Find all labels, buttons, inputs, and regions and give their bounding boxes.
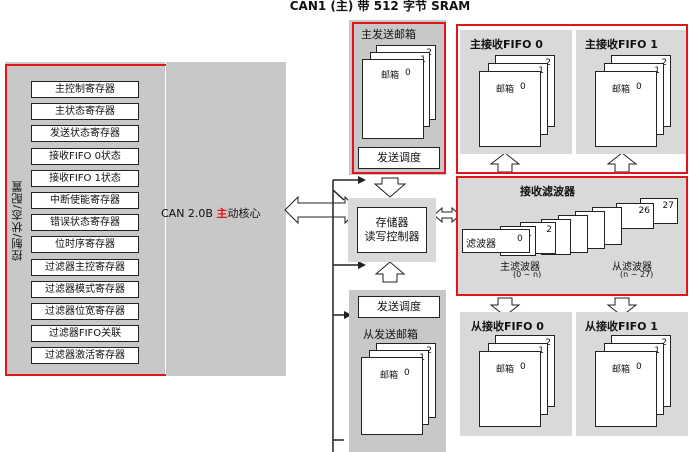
master-fifo0-number-2: 2 bbox=[545, 58, 551, 68]
register-item: 错误状态寄存器 bbox=[31, 214, 139, 231]
master-tx-mailbox-0: 邮箱 0 bbox=[362, 59, 424, 139]
can-core-highlight: 主 bbox=[216, 207, 228, 220]
slave-fifo1-number-1: 1 bbox=[654, 346, 660, 356]
can-core-panel bbox=[166, 62, 286, 376]
master-fifo1-number-0: 0 bbox=[636, 82, 642, 92]
slave-fifo1-number-2: 2 bbox=[661, 338, 667, 348]
slave-tx-header: 从发送邮箱 bbox=[363, 328, 418, 341]
slave-fifo0-number-0: 0 bbox=[520, 362, 526, 372]
can-core-prefix: CAN 2.0B bbox=[161, 207, 217, 220]
slave-fifo1-mailbox-0: 邮箱 0 bbox=[595, 351, 657, 427]
slave-fifo1-mailbox-label: 邮箱 bbox=[612, 365, 631, 375]
register-item: 接收FIFO 1状态 bbox=[31, 170, 139, 187]
register-item: 过滤器位宽寄存器 bbox=[31, 303, 139, 320]
slave-fifo1-header: 从接收FIFO 1 bbox=[585, 320, 658, 333]
memory-controller: 存储器 读写控制器 bbox=[357, 207, 427, 253]
master-fifo0-mailbox-label: 邮箱 bbox=[496, 85, 515, 95]
filter-card-label: 滤波器 bbox=[466, 239, 496, 250]
filter-number-26: 26 bbox=[638, 206, 650, 216]
slave-tx-mailbox-label: 邮箱 bbox=[380, 371, 399, 381]
master-fifo1-number-2: 2 bbox=[661, 58, 667, 68]
filter-highlight bbox=[456, 176, 688, 296]
register-item: 过滤器激活寄存器 bbox=[31, 347, 139, 364]
register-item: 中断使能寄存器 bbox=[31, 192, 139, 209]
register-item: 接收FIFO 0状态 bbox=[31, 148, 139, 165]
filter-header: 接收滤波器 bbox=[520, 185, 575, 198]
filter-number-2: 2 bbox=[546, 225, 552, 235]
master-filter-range: (0 ~ n) bbox=[513, 270, 542, 279]
master-tx-mailbox-label: 邮箱 bbox=[381, 71, 400, 81]
filter-card-0: 滤波器 0 bbox=[462, 229, 530, 253]
can-core-label: CAN 2.0B 主动核心 bbox=[161, 205, 260, 221]
slave-fifo1-down-arrow bbox=[606, 297, 638, 317]
slave-tx-mailbox-number-0: 0 bbox=[404, 368, 410, 378]
slave-fifo1-number-0: 0 bbox=[636, 362, 642, 372]
master-fifo0-up-arrow bbox=[489, 152, 521, 173]
master-tx-down-arrow bbox=[373, 177, 407, 198]
slave-tx-mailbox-0: 邮箱 0 bbox=[361, 357, 423, 435]
register-item: 过滤器FIFO关联 bbox=[31, 325, 139, 342]
slave-filter-label: 从滤波器 bbox=[612, 262, 652, 273]
master-fifo1-up-arrow bbox=[606, 152, 638, 173]
bus-low-arrow bbox=[344, 311, 352, 319]
slave-tx-mailbox-number-2: 2 bbox=[426, 346, 432, 356]
can-core-suffix: 动核心 bbox=[227, 207, 261, 220]
diagram-title: CAN1 (主) 带 512 字节 SRAM bbox=[289, 0, 471, 13]
slave-filter-range: (n ~ 27) bbox=[620, 270, 654, 279]
filter-card-26: 26 bbox=[616, 203, 654, 229]
master-fifo1-header: 主接收FIFO 1 bbox=[585, 38, 658, 51]
bus-mid-arrow bbox=[358, 261, 366, 269]
slave-tx-scheduler: 发送调度 bbox=[358, 296, 440, 318]
slave-fifo0-header: 从接收FIFO 0 bbox=[471, 320, 544, 333]
bus-top-arrow bbox=[358, 176, 366, 184]
master-fifo1-mailbox-label: 邮箱 bbox=[612, 85, 631, 95]
memory-controller-line1: 存储器 bbox=[375, 216, 409, 229]
master-fifo1-mailbox-0: 邮箱 0 bbox=[595, 71, 657, 147]
master-fifo1-number-1: 1 bbox=[654, 66, 660, 76]
master-tx-highlight bbox=[352, 22, 446, 174]
master-fifo0-header: 主接收FIFO 0 bbox=[470, 38, 543, 51]
register-item: 发送状态寄存器 bbox=[31, 125, 139, 142]
master-fifo0-number-0: 0 bbox=[520, 82, 526, 92]
register-item: 过滤器主控寄存器 bbox=[31, 259, 139, 276]
slave-fifo0-mailbox-0: 邮箱 0 bbox=[479, 351, 541, 427]
master-tx-mailbox-number-0: 0 bbox=[405, 68, 411, 78]
slave-fifo0-mailbox-label: 邮箱 bbox=[496, 365, 515, 375]
master-tx-scheduler: 发送调度 bbox=[358, 147, 440, 169]
bus-diag-line bbox=[332, 189, 345, 201]
filter-number-0: 0 bbox=[517, 234, 523, 244]
master-fifo0-mailbox-0: 邮箱 0 bbox=[479, 71, 541, 147]
master-filter-label: 主滤波器 bbox=[500, 262, 540, 273]
master-fifos-highlight bbox=[456, 24, 688, 174]
filter-number-27: 27 bbox=[662, 201, 674, 211]
register-item: 主控制寄存器 bbox=[31, 81, 139, 98]
master-tx-header: 主发送邮箱 bbox=[361, 28, 416, 41]
slave-tx-up-arrow bbox=[374, 261, 406, 283]
slave-fifo0-down-arrow bbox=[489, 297, 521, 317]
register-item: 过滤器模式寄存器 bbox=[31, 281, 139, 298]
slave-fifo0-number-1: 1 bbox=[538, 346, 544, 356]
master-fifo0-number-1: 1 bbox=[538, 66, 544, 76]
slave-fifo0-number-2: 2 bbox=[545, 338, 551, 348]
memory-controller-line2: 读写控制器 bbox=[364, 230, 420, 243]
register-item: 主状态寄存器 bbox=[31, 103, 139, 120]
register-item: 位时序寄存器 bbox=[31, 236, 139, 253]
